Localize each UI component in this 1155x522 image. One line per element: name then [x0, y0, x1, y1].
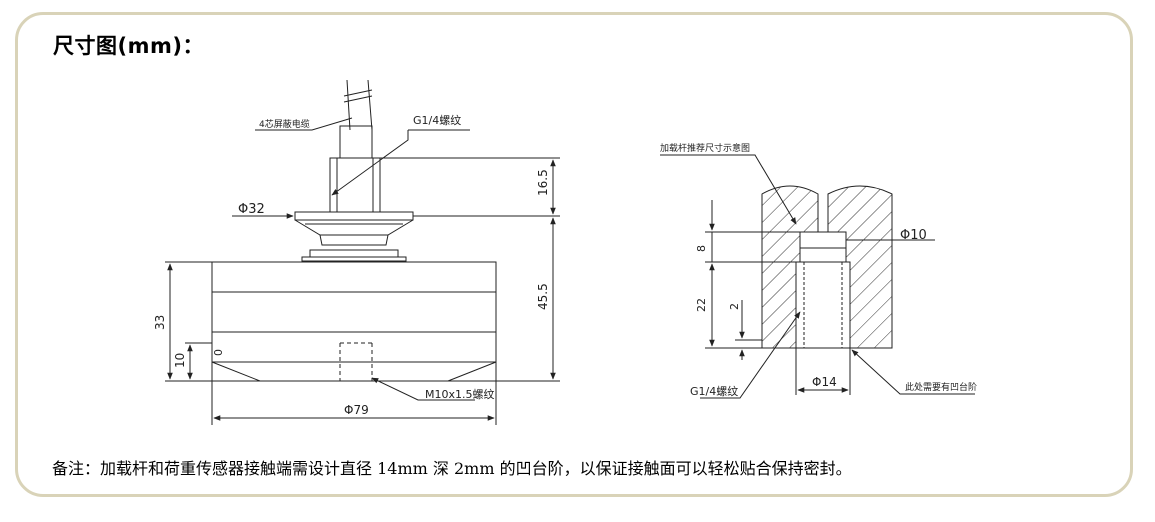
thread-label-right: G1/4螺纹 — [690, 384, 738, 398]
step-label: 此处需要有凹台阶 — [905, 381, 977, 393]
dim-8: 8 — [695, 245, 708, 252]
thread-label-left: G1/4螺纹 — [413, 113, 461, 127]
cable-label: 4芯屏蔽电缆 — [259, 118, 310, 130]
dim-16-5: 16.5 — [536, 169, 550, 196]
dim-0: 0 — [212, 349, 225, 356]
body-middle — [211, 291, 497, 333]
m10-label: M10x1.5螺纹 — [425, 387, 495, 401]
connector-upper — [339, 125, 373, 159]
phi10-label: Φ10 — [900, 228, 927, 243]
dim-22: 22 — [695, 298, 708, 312]
body-lower — [211, 331, 497, 363]
dim-33: 33 — [153, 315, 167, 330]
rod-label: 加载杆推荐尺寸示意图 — [660, 142, 750, 154]
cable-break — [343, 89, 373, 103]
phi14-label: Φ14 — [812, 375, 837, 389]
content-frame — [15, 12, 1133, 497]
dim-45-5: 45.5 — [536, 283, 550, 310]
body-top — [211, 261, 497, 293]
page-title: 尺寸图(mm)： — [53, 34, 204, 58]
rod-drawing — [660, 154, 975, 399]
cable-outline — [346, 79, 373, 131]
phi32-label: Φ32 — [238, 202, 265, 217]
dim-10: 10 — [173, 353, 187, 368]
footnote: 备注：加载杆和荷重传感器接触端需设计直径 14mm 深 2mm 的凹台阶，以保证… — [52, 459, 852, 478]
dim-2: 2 — [728, 303, 741, 310]
sensor-drawing — [165, 79, 560, 425]
phi79-label: Φ79 — [344, 403, 369, 417]
